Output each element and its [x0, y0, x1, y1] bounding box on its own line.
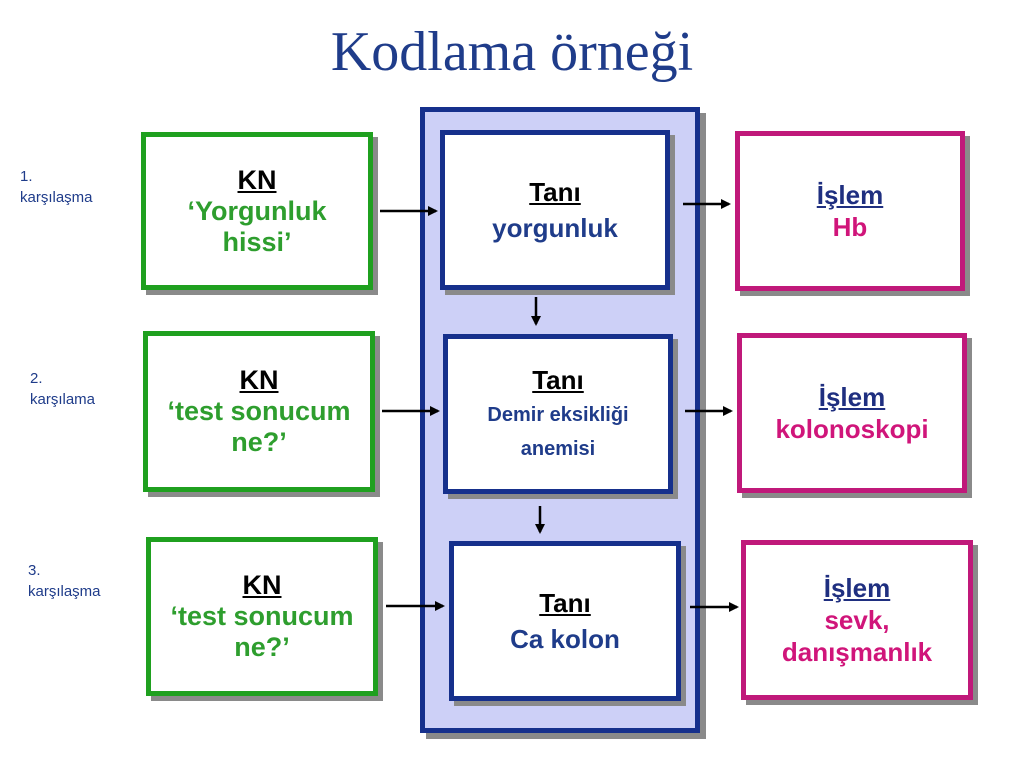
tani-heading: Tanı	[532, 365, 584, 395]
kn-text-line: ‘test sonucum	[170, 601, 354, 631]
tani-heading: Tanı	[539, 588, 591, 618]
tani-box-2: Tanı Demir eksikliği anemisi	[443, 334, 673, 494]
row-label-number: 1.	[20, 168, 33, 185]
row-label-1: 1. karşılaşma	[20, 166, 93, 208]
islem-heading: İşlem	[816, 180, 884, 210]
tani-text-line: Ca kolon	[510, 624, 620, 654]
row-label-text: karşılaşma	[28, 583, 101, 600]
kn-text-line: ‘test sonucum	[167, 396, 351, 426]
tani-box-1: Tanı yorgunluk	[440, 130, 670, 290]
kn-box-1: KN ‘Yorgunluk hissi’	[141, 132, 373, 290]
islem-heading: İşlem	[818, 382, 886, 412]
islem-text-line: kolonoskopi	[775, 414, 929, 444]
kn-heading: KN	[242, 570, 282, 600]
row-label-number: 3.	[28, 562, 41, 579]
tani-text-line: Demir eksikliği	[487, 404, 629, 426]
tani-box-3: Tanı Ca kolon	[449, 541, 681, 701]
kn-box-3: KN ‘test sonucum ne?’	[146, 537, 378, 696]
tani-text-line: anemisi	[520, 438, 596, 460]
kn-text-line: hissi’	[222, 226, 292, 257]
kn-box-2: KN ‘test sonucum ne?’	[143, 331, 375, 492]
kn-heading: KN	[239, 365, 279, 395]
tani-heading: Tanı	[529, 177, 581, 207]
islem-text-line: Hb	[832, 212, 868, 242]
tani-text-line: yorgunluk	[492, 213, 618, 243]
kn-heading: KN	[237, 164, 277, 195]
islem-text-line: danışmanlık	[781, 637, 933, 667]
islem-box-3: İşlem sevk, danışmanlık	[741, 540, 973, 700]
row-label-text: karşılama	[30, 391, 96, 408]
row-label-text: karşılaşma	[20, 189, 93, 206]
kn-text-line: ne?’	[231, 427, 287, 457]
row-label-3: 3. karşılaşma	[28, 560, 101, 602]
islem-text-line: sevk,	[824, 605, 890, 635]
islem-box-2: İşlem kolonoskopi	[737, 333, 967, 493]
islem-box-1: İşlem Hb	[735, 131, 965, 291]
kn-text-line: ne?’	[234, 632, 290, 662]
row-label-number: 2.	[30, 370, 43, 387]
islem-heading: İşlem	[823, 573, 891, 603]
kn-text-line: ‘Yorgunluk	[187, 195, 327, 226]
page-title: Kodlama örneği	[330, 21, 694, 83]
row-label-2: 2. karşılama	[30, 368, 95, 410]
